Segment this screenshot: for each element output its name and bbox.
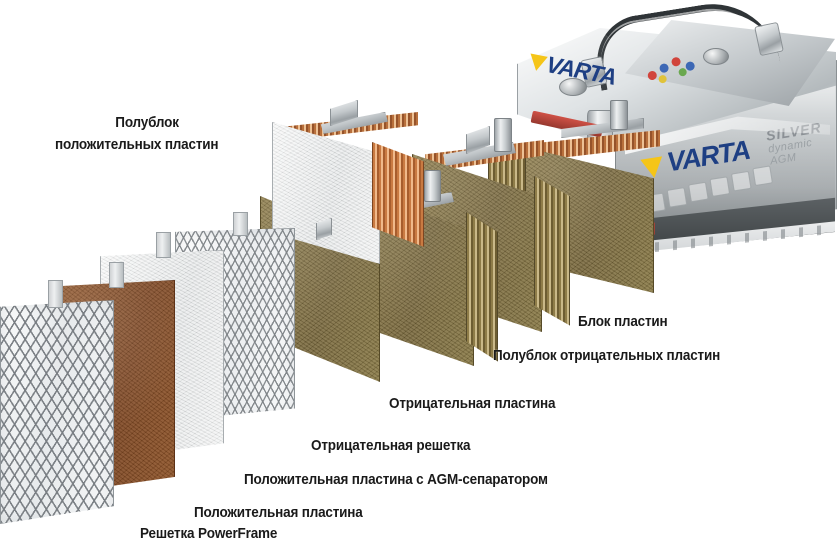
plate-block-side-edges [534, 176, 570, 326]
powerframe-grid-mesh [0, 300, 114, 524]
rear-block-terminal-post [610, 100, 628, 130]
label-positive-plate: Положительная пластина [194, 504, 363, 521]
battery-handle-pivot-right [754, 21, 784, 57]
label-plate-block: Блок пластин [578, 313, 668, 330]
label-positive-half-block-line1: Полублок [115, 114, 179, 131]
label-negative-half-block: Полублок отрицательных пластин [493, 347, 721, 364]
varta-wordmark: VARTA [544, 50, 619, 90]
icon-manual [752, 165, 773, 187]
positive-half-block-assembly [272, 112, 452, 312]
label-positive-plate-agm: Положительная пластина с AGM-сепаратором [244, 471, 548, 488]
negative-half-block-post [424, 170, 441, 202]
label-powerframe-grid: Решетка PowerFrame [140, 525, 278, 542]
powerframe-grid-tab [48, 280, 63, 308]
label-positive-half-block-line2: положительных пластин [55, 136, 219, 153]
positive-plate-tab [109, 262, 124, 288]
powerframe-grid-assembly [0, 280, 125, 535]
positive-plate-agm-tab [156, 232, 171, 258]
icon-corrosive [688, 181, 709, 203]
label-negative-grid: Отрицательная решетка [311, 437, 471, 454]
plate-block-terminal-post [494, 118, 512, 152]
icon-recycle [730, 170, 752, 192]
label-negative-plate: Отрицательная пластина [389, 395, 556, 412]
battery-terminal-positive [559, 78, 587, 96]
negative-half-block-stack-edges [466, 212, 498, 362]
icon-keep-away-children [709, 176, 731, 197]
battery-terminal-negative [703, 48, 729, 65]
negative-grid-tab [233, 212, 248, 236]
label-positive-half-block: Полублок положительных пластин [55, 112, 219, 156]
